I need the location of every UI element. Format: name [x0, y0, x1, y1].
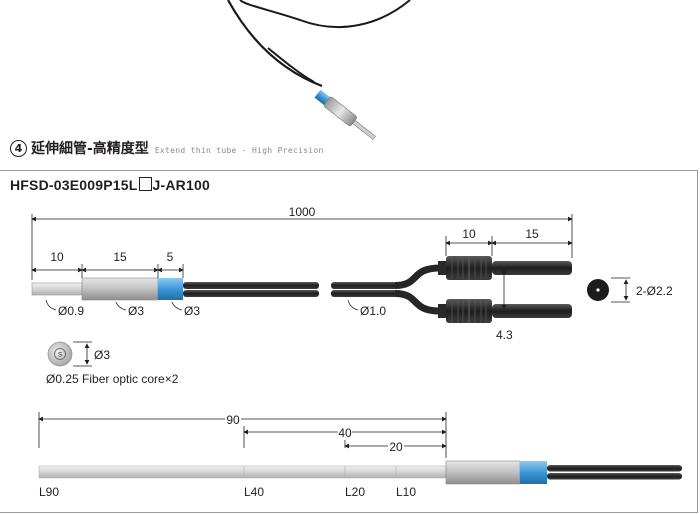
fiber-cable-drawing: S [31, 256, 609, 367]
dim-seg2: 15 [113, 250, 127, 264]
dim-seg1: 10 [50, 250, 64, 264]
section-title-text: 延伸細管-高精度型 [31, 141, 149, 157]
dim-cable: Ø1.0 [360, 304, 386, 318]
model-option-box [138, 177, 152, 191]
model-code: HFSD-03E009P15L J-AR100 [10, 177, 210, 193]
spec-panel [0, 170, 698, 513]
dim-band: Ø3 [184, 304, 200, 318]
dim-end: 2-Ø2.2 [636, 284, 673, 298]
dim-l20: 20 [389, 440, 403, 454]
svg-text:S: S [58, 353, 62, 359]
dim-split-b: 15 [525, 227, 539, 241]
blue-band [158, 278, 183, 300]
dim-seg3: 5 [167, 250, 174, 264]
dim-split-a: 10 [462, 227, 476, 241]
section-subtitle: Extend thin tube - High Precision [154, 146, 324, 155]
product-illustration [227, 0, 411, 140]
cross-section-disc [47, 341, 73, 367]
label-l10: L10 [396, 485, 416, 499]
dim-sleeve: Ø3 [128, 304, 144, 318]
leader-lines [45, 299, 359, 311]
label-l40: L40 [244, 485, 264, 499]
label-l90: L90 [39, 485, 59, 499]
model-code-suffix: J-AR100 [152, 177, 210, 193]
dim-l90: 90 [226, 413, 240, 427]
section-number: 4 [10, 140, 27, 157]
dimension-labels: 1000 10 15 5 10 15 Ø0.9 Ø3 Ø3 Ø1.0 4.3 2… [46, 205, 673, 386]
model-code-prefix: HFSD-03E009P15L [10, 177, 138, 193]
fiber-core-note: Ø0.25 Fiber optic core×2 [46, 372, 179, 386]
dim-spacing: 4.3 [496, 328, 513, 342]
length-variants: 90 40 20 L90 L40 L20 L10 [38, 412, 682, 499]
dimension-lines [31, 214, 630, 367]
dim-total: 1000 [289, 205, 316, 219]
label-l20: L20 [345, 485, 365, 499]
dim-l40: 40 [338, 426, 352, 440]
dim-thin: Ø0.9 [58, 304, 84, 318]
dim-sleeve-end: Ø3 [94, 348, 110, 362]
